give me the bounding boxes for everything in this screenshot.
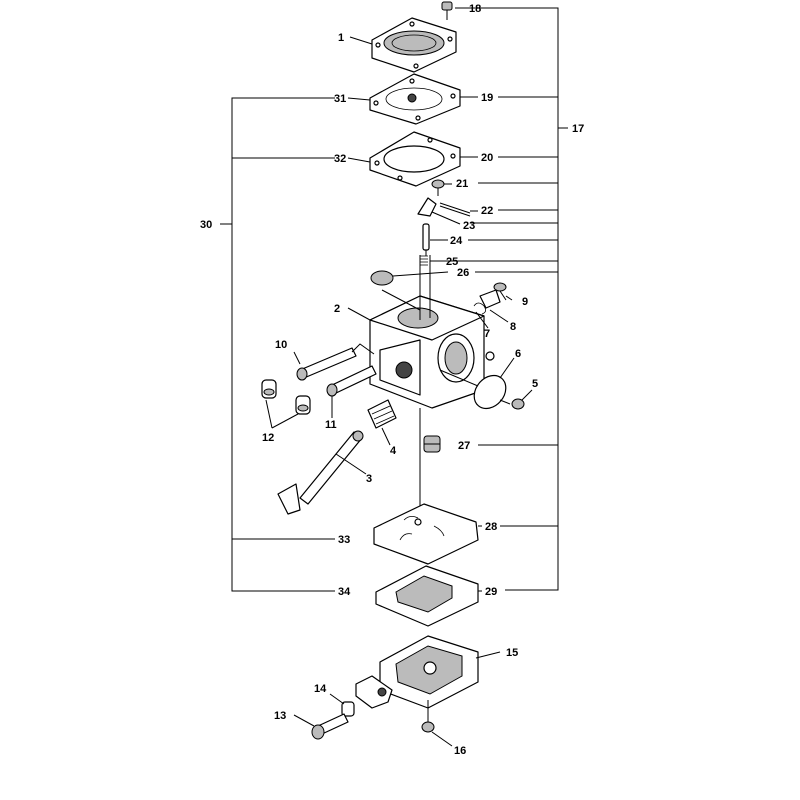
label-23: 23 (463, 220, 475, 232)
label-26: 26 (457, 267, 469, 279)
part-13-screw (293, 713, 349, 740)
label-30: 30 (200, 219, 212, 231)
part-21-screw (431, 179, 452, 196)
part-5-screw (499, 389, 533, 410)
part-1-diaphragm-cover (349, 17, 457, 73)
bracket-30 (220, 97, 335, 592)
part-14-fitting (329, 675, 393, 717)
label-6: 6 (515, 348, 521, 360)
label-16: 16 (454, 745, 466, 757)
label-20: 20 (481, 152, 493, 164)
label-10: 10 (275, 339, 287, 351)
label-8: 8 (510, 321, 516, 333)
part-2-carburetor-body (347, 255, 495, 510)
part-15-pump-cover (379, 635, 501, 709)
part-20-gasket (347, 131, 478, 187)
label-4: 4 (390, 445, 397, 457)
label-22: 22 (481, 205, 493, 217)
part-27-filter-screen (423, 435, 441, 453)
label-31: 31 (334, 93, 346, 105)
part-11-adjusting-screw (326, 365, 377, 418)
label-18: 18 (469, 3, 481, 15)
label-7: 7 (484, 328, 490, 340)
label-29: 29 (485, 586, 497, 598)
label-9: 9 (522, 296, 528, 308)
part-26-welch-plug (370, 270, 449, 286)
label-2: 2 (334, 303, 340, 315)
label-3: 3 (366, 473, 372, 485)
label-12: 12 (262, 432, 274, 444)
part-4-spring (367, 399, 397, 446)
label-34: 34 (338, 586, 351, 598)
part-3-throttle-shaft (277, 430, 367, 515)
label-25: 25 (446, 256, 458, 268)
label-11: 11 (325, 419, 337, 431)
label-5: 5 (532, 378, 538, 390)
label-1: 1 (338, 32, 344, 44)
part-23-lever (417, 197, 461, 225)
part-22-pin (439, 202, 478, 217)
label-19: 19 (481, 92, 493, 104)
part-7-clip (473, 302, 489, 329)
bracket-17 (430, 7, 568, 591)
label-21: 21 (456, 178, 468, 190)
part-16-screw (421, 700, 453, 747)
callout-labels: 1 2 3 4 5 6 7 8 9 10 11 12 13 14 15 16 1… (200, 3, 584, 757)
part-24-inlet-needle (422, 223, 448, 256)
label-14: 14 (314, 683, 327, 695)
part-10-adjusting-screw (293, 343, 375, 381)
part-6-disc (439, 357, 515, 410)
label-32: 32 (334, 153, 346, 165)
label-13: 13 (274, 710, 286, 722)
part-8-plate (479, 289, 509, 323)
label-27: 27 (458, 440, 470, 452)
part-9-screw (493, 282, 513, 301)
part-28-gasket (373, 503, 482, 565)
part-19-metering-diaphragm (347, 73, 478, 125)
part-12-limiter-caps (261, 379, 311, 429)
label-24: 24 (450, 235, 463, 247)
label-17: 17 (572, 123, 584, 135)
label-15: 15 (506, 647, 518, 659)
part-18-screw (441, 1, 468, 20)
part-29-pump-diaphragm (375, 565, 482, 627)
label-33: 33 (338, 534, 350, 546)
part-25-spring (420, 255, 448, 266)
label-28: 28 (485, 521, 497, 533)
